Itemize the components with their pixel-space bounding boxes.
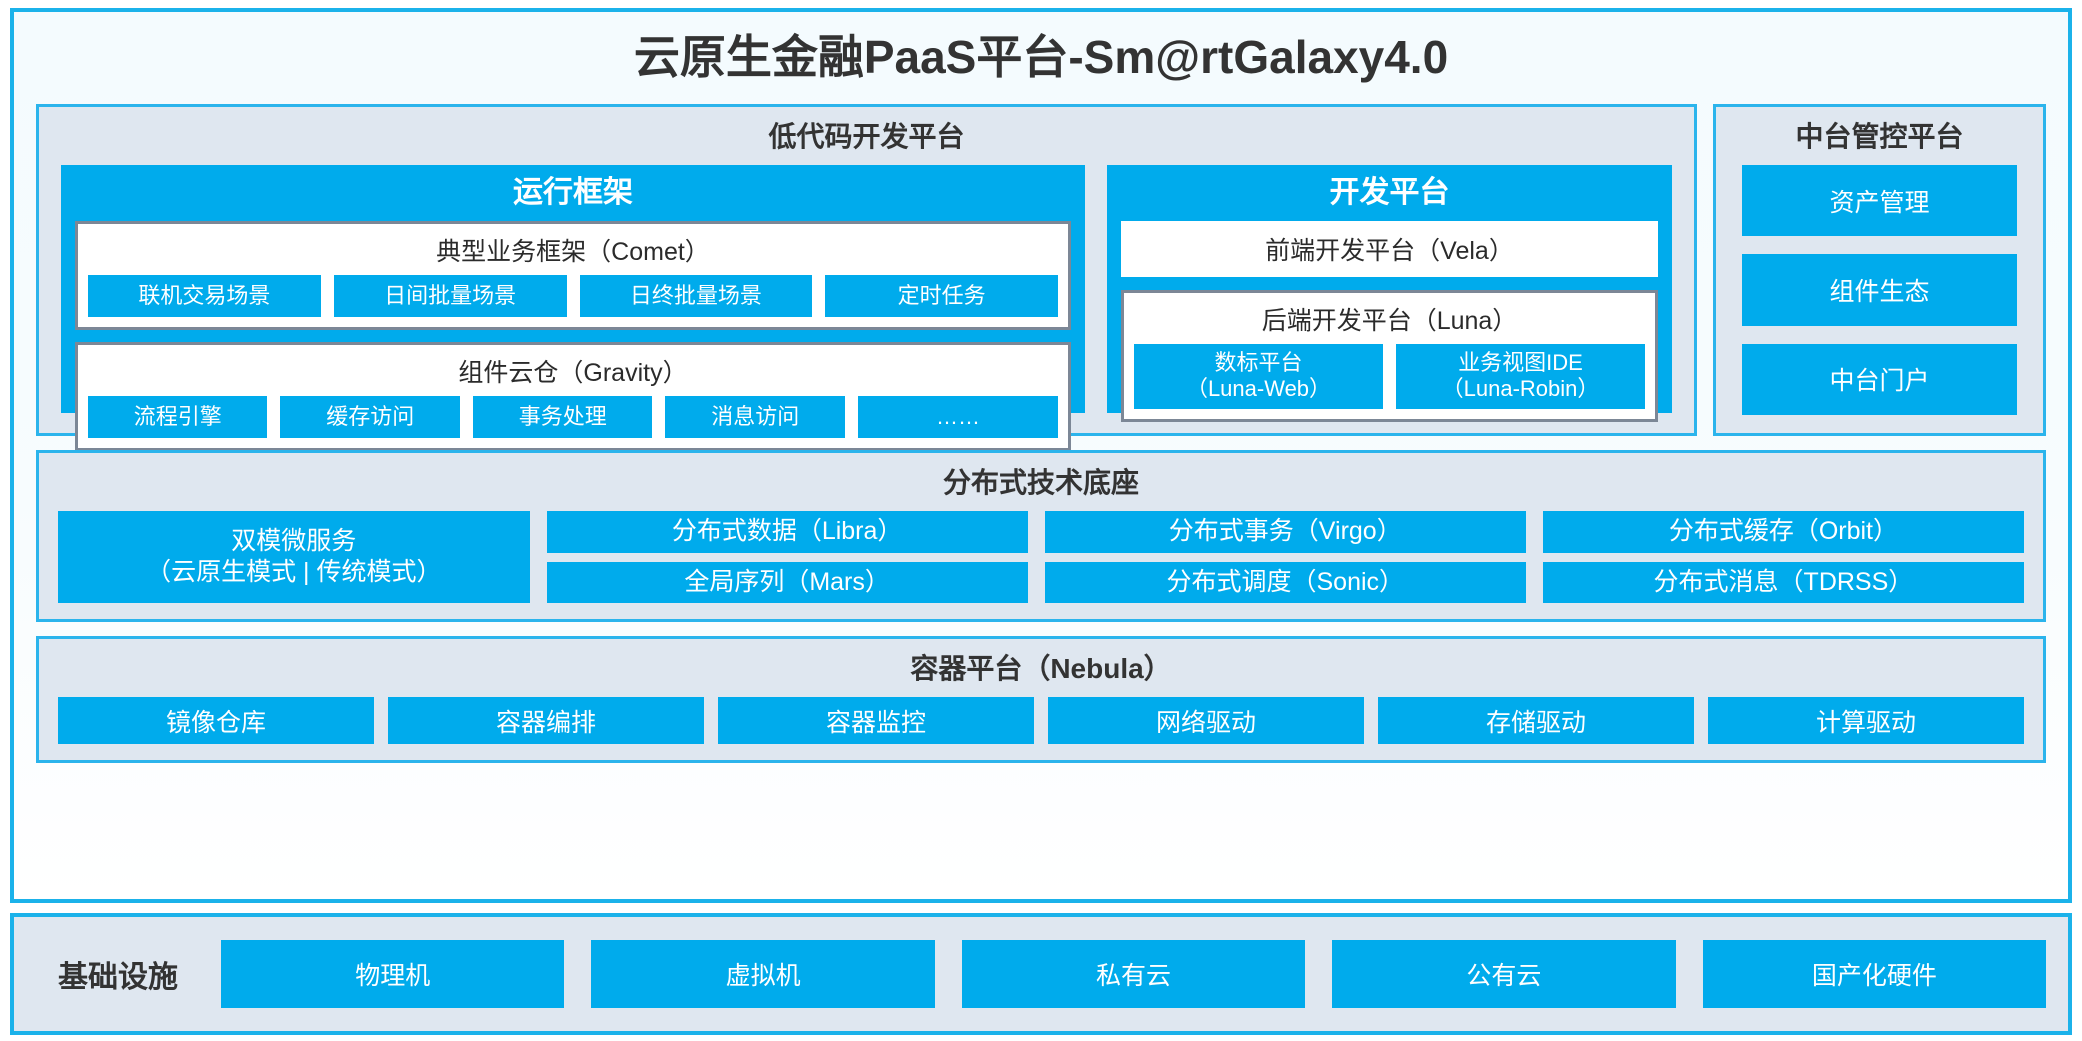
distributed-foundation-title: 分布式技术底座 (942, 467, 1139, 498)
distributed-item-libra[interactable]: 分布式数据（Libra） (546, 511, 1028, 553)
distributed-foundation-panel: 分布式技术底座 双模微服务 （云原生模式 | 传统模式） 分布式数据（Libra… (36, 450, 2046, 622)
gravity-item-process-engine[interactable]: 流程引擎 (88, 396, 268, 438)
runtime-framework-card: 运行框架 典型业务框架（Comet） 联机交易场景 日间批量场景 日终批量场景 … (61, 165, 1085, 451)
development-platform-title: 开发平台 (1329, 176, 1450, 209)
infrastructure-item-public-cloud[interactable]: 公有云 (1332, 939, 1676, 1009)
luna-web-name: 数标平台 (1214, 350, 1303, 375)
development-platform-card: 开发平台 前端开发平台（Vela） 后端开发平台（Luna） 数标平台 （Lun… (1107, 165, 1672, 422)
distributed-item-dual-mode-microservice[interactable]: 双模微服务 （云原生模式 | 传统模式） (58, 511, 530, 603)
infrastructure-label: 基础设施 (58, 961, 178, 994)
backend-dev-platform-luna-group: 后端开发平台（Luna） 数标平台 （Luna-Web） 业务视图IDE （Lu… (1121, 290, 1658, 422)
lowcode-platform-title: 低代码开发平台 (768, 121, 965, 152)
platform-frame: 云原生金融PaaS平台-Sm@rtGalaxy4.0 低代码开发平台 运行框架 … (10, 8, 2072, 903)
container-platform-items: 镜像仓库 容器编排 容器监控 网络驱动 存储驱动 计算驱动 (39, 697, 2043, 760)
luna-robin-name: 业务视图IDE (1458, 350, 1583, 375)
luna-web-code: （Luna-Web） (1185, 376, 1332, 402)
infrastructure-items: 物理机 虚拟机 私有云 公有云 国产化硬件 (221, 939, 2047, 1009)
infrastructure-item-private-cloud[interactable]: 私有云 (961, 939, 1306, 1009)
dual-mode-microservice-line1: 双模微服务 (231, 526, 357, 555)
midplatform-item-asset-management[interactable]: 资产管理 (1742, 165, 2017, 237)
luna-robin-code: （Luna-Robin） (1441, 376, 1600, 402)
distributed-item-sonic[interactable]: 分布式调度（Sonic） (1044, 561, 1526, 603)
container-item-network-driver[interactable]: 网络驱动 (1048, 697, 1364, 744)
comet-item-scheduled-task[interactable]: 定时任务 (825, 275, 1058, 317)
runtime-framework-title: 运行框架 (513, 176, 633, 209)
midplatform-items: 资产管理 组件生态 中台门户 (1716, 165, 2043, 433)
container-item-orchestration[interactable]: 容器编排 (388, 697, 704, 744)
midplatform-control-panel: 中台管控平台 资产管理 组件生态 中台门户 (1713, 104, 2046, 436)
container-platform-panel: 容器平台（Nebula） 镜像仓库 容器编排 容器监控 网络驱动 存储驱动 计算… (36, 636, 2046, 763)
infrastructure-item-physical-machine[interactable]: 物理机 (221, 939, 565, 1009)
lowcode-platform-body: 运行框架 典型业务框架（Comet） 联机交易场景 日间批量场景 日终批量场景 … (39, 165, 1694, 451)
comet-item-eod-batch[interactable]: 日终批量场景 (579, 275, 813, 317)
luna-item-luna-web[interactable]: 数标平台 （Luna-Web） (1134, 344, 1383, 409)
frontend-dev-platform-vela[interactable]: 前端开发平台（Vela） (1121, 221, 1658, 277)
page-title: 云原生金融PaaS平台-Sm@rtGalaxy4.0 (633, 31, 1449, 83)
container-item-storage-driver[interactable]: 存储驱动 (1378, 697, 1694, 744)
dual-mode-microservice-line2: （云原生模式 | 传统模式） (146, 558, 442, 586)
distributed-item-tdrss[interactable]: 分布式消息（TDRSS） (1542, 561, 2024, 603)
gravity-item-message-access[interactable]: 消息访问 (665, 396, 845, 438)
gravity-item-cache-access[interactable]: 缓存访问 (280, 396, 460, 438)
distributed-column-1: 分布式数据（Libra） 全局序列（Mars） (546, 511, 1028, 603)
gravity-group: 组件云仓（Gravity） 流程引擎 缓存访问 事务处理 消息访问 …… (75, 342, 1071, 451)
gravity-item-transaction-processing[interactable]: 事务处理 (472, 396, 653, 438)
luna-items: 数标平台 （Luna-Web） 业务视图IDE （Luna-Robin） (1134, 344, 1645, 409)
container-item-compute-driver[interactable]: 计算驱动 (1708, 697, 2024, 744)
comet-group: 典型业务框架（Comet） 联机交易场景 日间批量场景 日终批量场景 定时任务 (75, 221, 1071, 330)
top-row: 低代码开发平台 运行框架 典型业务框架（Comet） 联机交易场景 日间批量场景… (36, 104, 2046, 451)
gravity-title: 组件云仓（Gravity） (458, 359, 688, 387)
distributed-column-microservice: 双模微服务 （云原生模式 | 传统模式） (58, 511, 530, 603)
gravity-items: 流程引擎 缓存访问 事务处理 消息访问 …… (88, 396, 1058, 438)
midplatform-item-portal[interactable]: 中台门户 (1742, 343, 2017, 415)
comet-title: 典型业务框架（Comet） (436, 238, 710, 266)
infrastructure-item-virtual-machine[interactable]: 虚拟机 (591, 939, 935, 1009)
comet-item-intraday-batch[interactable]: 日间批量场景 (333, 275, 567, 317)
container-platform-title: 容器平台（Nebula） (910, 653, 1172, 684)
distributed-foundation-body: 双模微服务 （云原生模式 | 传统模式） 分布式数据（Libra） 全局序列（M… (39, 511, 2043, 619)
gravity-item-ellipsis[interactable]: …… (857, 396, 1058, 438)
backend-dev-platform-title: 后端开发平台（Luna） (1261, 307, 1518, 335)
container-item-image-registry[interactable]: 镜像仓库 (58, 697, 374, 744)
lowcode-platform-panel: 低代码开发平台 运行框架 典型业务框架（Comet） 联机交易场景 日间批量场景… (36, 104, 1697, 451)
infrastructure-item-domestic-hardware[interactable]: 国产化硬件 (1702, 939, 2047, 1009)
infrastructure-panel: 基础设施 物理机 虚拟机 私有云 公有云 国产化硬件 (10, 913, 2072, 1035)
distributed-item-orbit[interactable]: 分布式缓存（Orbit） (1542, 511, 2024, 553)
distributed-item-mars[interactable]: 全局序列（Mars） (546, 561, 1028, 603)
midplatform-control-title: 中台管控平台 (1795, 121, 1964, 152)
comet-item-online-transaction[interactable]: 联机交易场景 (88, 275, 321, 317)
distributed-item-virgo[interactable]: 分布式事务（Virgo） (1044, 511, 1526, 553)
luna-item-luna-robin[interactable]: 业务视图IDE （Luna-Robin） (1396, 344, 1645, 409)
distributed-column-3: 分布式缓存（Orbit） 分布式消息（TDRSS） (1542, 511, 2024, 603)
midplatform-item-component-ecosystem[interactable]: 组件生态 (1742, 254, 2017, 326)
distributed-column-2: 分布式事务（Virgo） 分布式调度（Sonic） (1044, 511, 1526, 603)
comet-items: 联机交易场景 日间批量场景 日终批量场景 定时任务 (88, 275, 1058, 317)
container-item-monitoring[interactable]: 容器监控 (718, 697, 1034, 744)
